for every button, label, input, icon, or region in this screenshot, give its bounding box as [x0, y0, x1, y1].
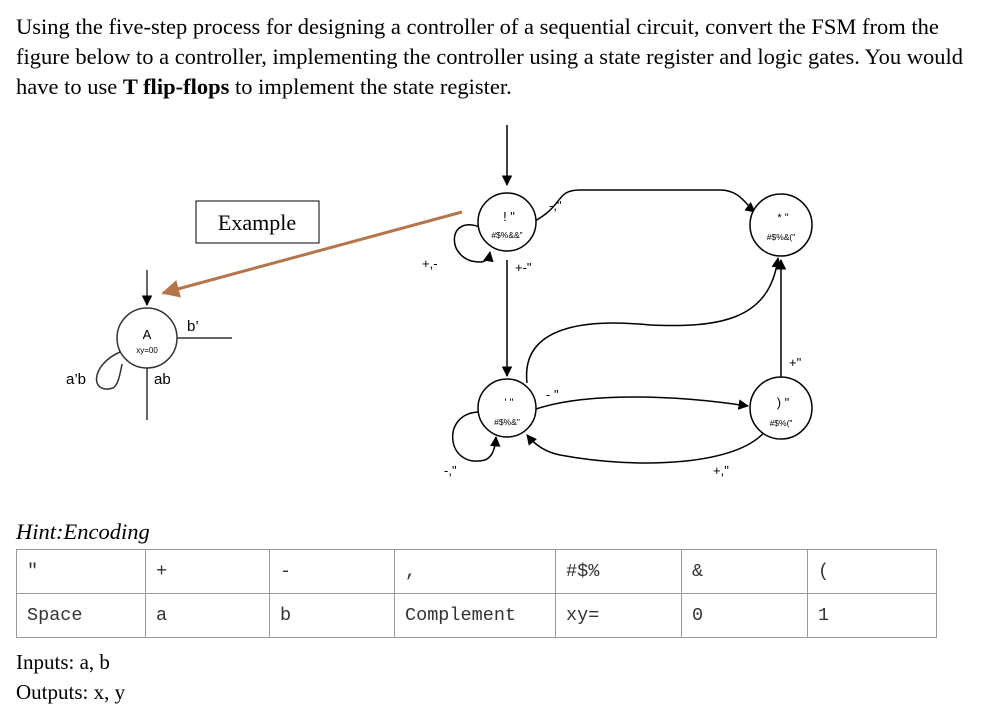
example-state-name: A [143, 327, 152, 342]
state-s3-output: #$%&" [494, 417, 520, 427]
example-label: Example [218, 210, 296, 235]
edge-s3-s2 [526, 256, 782, 384]
state-s1-name: ! " [503, 209, 515, 224]
state-s1-output: #$%&&" [491, 230, 522, 240]
edge-s1-self [453, 224, 494, 263]
edge-s1-s2 [532, 189, 756, 223]
meaning-cell: 0 [681, 593, 808, 638]
state-s2-name: * " [777, 212, 788, 224]
hint-label: Hint:Encoding [16, 519, 150, 544]
edge-s3-self [452, 411, 501, 462]
symbol-cell: + [145, 549, 270, 594]
symbol-cell: - [269, 549, 395, 594]
question-bold: T flip-flops [122, 74, 230, 99]
encoding-table: " + - , #$% & ( Space a b Complement xy=… [16, 549, 937, 638]
state-s4-name: ) " [777, 395, 790, 410]
state-s3-name: ' " [504, 397, 513, 409]
label-s1-s3: +-" [515, 260, 532, 275]
label-s4-s3: +," [713, 463, 729, 478]
example-box [195, 200, 320, 244]
example-pointer-arrow [161, 210, 463, 298]
symbol-cell: ( [807, 549, 937, 594]
question-part1: Using the five-step process for designin… [16, 14, 963, 99]
example-state-output: xy=00 [136, 346, 158, 355]
label-s4-s2: +" [789, 355, 802, 370]
state-s4 [749, 376, 813, 440]
example-label-ab: ab [154, 371, 171, 388]
label-s3-self: -," [444, 463, 457, 478]
meaning-cell: Space [16, 593, 146, 638]
example-label-bprime: b’ [187, 318, 199, 335]
question-part2: to implement the state register. [229, 74, 512, 99]
meaning-cell: xy= [555, 593, 682, 638]
question-text: Using the five-step process for designin… [16, 12, 966, 102]
symbol-cell: " [16, 549, 146, 594]
meaning-cell: a [145, 593, 270, 638]
encoding-meaning-row: Space a b Complement xy= 0 1 [16, 593, 937, 638]
state-s4-output: #$%(" [770, 418, 793, 428]
meaning-cell: 1 [807, 593, 937, 638]
encoding-symbol-row: " + - , #$% & ( [16, 549, 937, 594]
state-s2-output: #$%&(" [767, 232, 796, 242]
state-s3 [477, 378, 537, 438]
example-state [95, 270, 232, 420]
fsm-edges [452, 125, 787, 464]
fsm-figure: Example A xy=00 b’ a’b ab [66, 125, 813, 478]
state-s2 [749, 193, 813, 257]
label-s3-s2: - " [546, 387, 559, 402]
symbol-cell: #$% [555, 549, 682, 594]
edge-s3-s4 [532, 396, 750, 411]
meaning-cell: Complement [394, 593, 556, 638]
symbol-cell: & [681, 549, 808, 594]
symbol-cell: , [394, 549, 556, 594]
io-block: Inputs: a, b Outputs: x, y [16, 647, 125, 707]
edge-s4-s3 [526, 429, 767, 464]
meaning-cell: b [269, 593, 395, 638]
fsm-states [477, 192, 813, 440]
example-label-ab-left: a’b [66, 371, 86, 388]
inputs-line: Inputs: a, b [16, 650, 110, 674]
state-s1 [477, 192, 537, 252]
label-s1-self: +,- [422, 256, 438, 271]
label-s1-s2: -," [549, 198, 562, 213]
outputs-line: Outputs: x, y [16, 680, 126, 704]
